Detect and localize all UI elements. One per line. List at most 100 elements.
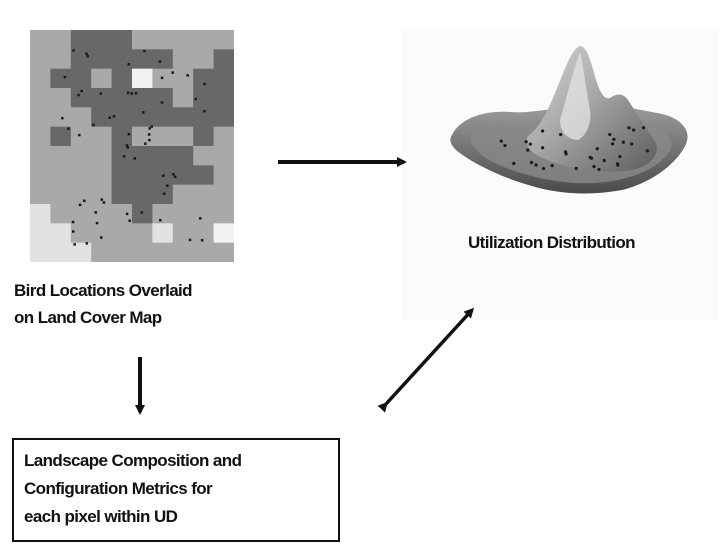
bird-location-point bbox=[126, 146, 129, 149]
map-cell bbox=[70, 126, 92, 147]
map-cell bbox=[30, 68, 51, 89]
bird-location-point bbox=[127, 63, 131, 66]
map-cell bbox=[70, 204, 92, 224]
map-cell bbox=[213, 126, 234, 147]
ud-point bbox=[559, 132, 563, 137]
map-cell bbox=[193, 107, 215, 128]
bird-location-point bbox=[78, 133, 81, 137]
bird-location-point bbox=[125, 212, 129, 216]
ud-point bbox=[529, 160, 534, 165]
map-cell bbox=[193, 88, 215, 108]
map-cell bbox=[111, 204, 133, 224]
map-cell bbox=[152, 204, 174, 224]
ud-point bbox=[642, 126, 646, 130]
map-cell bbox=[152, 223, 174, 244]
bird-location-point bbox=[80, 89, 83, 93]
map-cell bbox=[111, 184, 133, 205]
ud-point bbox=[621, 140, 625, 144]
map-cell bbox=[132, 107, 153, 128]
map-cell bbox=[213, 88, 234, 108]
map-cell bbox=[213, 223, 234, 244]
bird-location-point bbox=[133, 157, 137, 160]
map-cell bbox=[172, 242, 194, 262]
bird-location-point bbox=[71, 230, 75, 233]
map-cell bbox=[172, 88, 194, 108]
map-cell bbox=[213, 242, 234, 262]
map-cell bbox=[70, 68, 92, 89]
map-cell bbox=[30, 165, 51, 186]
map-cell bbox=[30, 184, 51, 205]
map-cell bbox=[213, 68, 234, 89]
map-cell bbox=[50, 204, 72, 224]
bird-location-point bbox=[83, 199, 86, 203]
map-cell bbox=[70, 165, 92, 186]
map-cell bbox=[111, 146, 133, 166]
map-cell bbox=[91, 49, 113, 70]
map-cell bbox=[70, 107, 92, 128]
map-cell bbox=[70, 88, 92, 108]
bird-location-point bbox=[162, 192, 166, 195]
map-cell bbox=[193, 30, 215, 50]
map-cell bbox=[213, 49, 234, 70]
ud-point bbox=[630, 142, 634, 146]
bird-location-point bbox=[140, 211, 144, 214]
map-cell bbox=[152, 49, 174, 70]
ud-bird-locations bbox=[499, 126, 650, 172]
map-cell bbox=[50, 165, 72, 186]
land-cover-map bbox=[30, 30, 234, 262]
map-cell bbox=[213, 165, 234, 186]
bird-location-point bbox=[126, 91, 130, 95]
ud-point bbox=[618, 154, 622, 159]
ud-point bbox=[541, 146, 545, 150]
map-cell bbox=[91, 204, 113, 224]
map-cell bbox=[152, 242, 174, 262]
ud-caption: Utilization Distribution bbox=[468, 233, 636, 252]
map-cell bbox=[152, 146, 174, 166]
map-cell bbox=[91, 88, 113, 108]
ud-point bbox=[611, 142, 615, 146]
map-cell bbox=[172, 204, 194, 224]
map-cell bbox=[193, 184, 215, 205]
map-cell bbox=[111, 223, 133, 244]
ud-point bbox=[534, 163, 538, 167]
map-cell bbox=[132, 68, 153, 89]
map-cell bbox=[50, 242, 72, 262]
metrics-box-text: Landscape Composition and Configuration … bbox=[24, 451, 242, 526]
bird-location-point bbox=[147, 133, 151, 136]
bird-location-point bbox=[194, 97, 197, 101]
map-cell bbox=[172, 49, 194, 70]
map-cell bbox=[213, 146, 234, 166]
map-cell bbox=[50, 49, 72, 70]
map-cell bbox=[111, 242, 133, 262]
map-cell bbox=[193, 126, 215, 147]
ud-point bbox=[499, 139, 503, 143]
map-cell bbox=[193, 68, 215, 89]
map-cell bbox=[132, 146, 153, 166]
ud-point bbox=[627, 126, 631, 130]
utilization-distribution-surface bbox=[450, 46, 688, 194]
ud-point bbox=[541, 166, 546, 171]
bird-location-point bbox=[122, 155, 126, 158]
bird-location-point bbox=[203, 109, 206, 113]
map-cell bbox=[50, 107, 72, 128]
map-cell bbox=[152, 107, 174, 128]
bird-location-point bbox=[143, 49, 146, 53]
bird-location-point bbox=[78, 203, 82, 207]
map-cell bbox=[91, 146, 113, 166]
ud-point bbox=[612, 137, 616, 141]
map-cell bbox=[172, 107, 194, 128]
map-cell bbox=[132, 204, 153, 224]
map-cell bbox=[50, 126, 72, 147]
map-cell bbox=[30, 223, 51, 244]
bird-location-point bbox=[159, 218, 162, 222]
bird-location-point bbox=[61, 116, 64, 120]
map-cell bbox=[152, 126, 174, 147]
bird-location-point bbox=[130, 92, 134, 95]
metrics-box: Landscape Composition and Configuration … bbox=[12, 438, 340, 542]
map-cell bbox=[30, 146, 51, 166]
bird-location-point bbox=[95, 221, 99, 225]
bird-location-point bbox=[186, 74, 189, 77]
bird-location-point bbox=[203, 82, 206, 86]
map-cell bbox=[172, 184, 194, 205]
bird-location-point bbox=[99, 92, 103, 95]
